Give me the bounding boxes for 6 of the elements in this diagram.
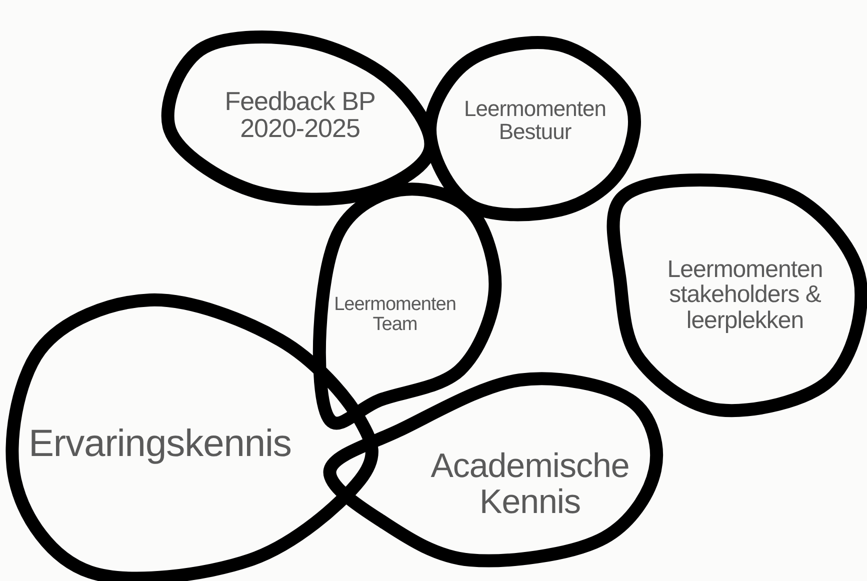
lobe-label: Ervaringskennis	[28, 425, 292, 465]
lobe-label: Feedback BP 2020-2025	[224, 88, 376, 142]
lobe-label: Leermomenten Bestuur	[463, 96, 607, 144]
lobe-label: Academische Kennis	[430, 449, 630, 521]
lobe-label: Leermomenten stakeholders & leerplekken	[666, 257, 824, 333]
lobe-label: Leermomenten Team	[334, 295, 456, 335]
